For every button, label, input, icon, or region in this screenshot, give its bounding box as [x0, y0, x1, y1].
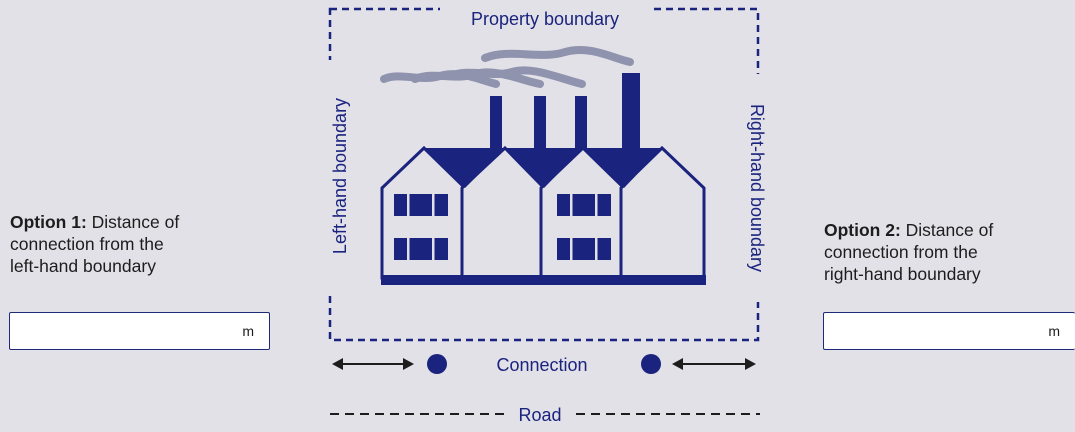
option2-title: Option 2: [824, 220, 901, 240]
left-arrow-icon [332, 358, 414, 370]
road-label: Road [518, 405, 561, 425]
connection-dot-left [427, 354, 447, 374]
option1-title: Option 1: [10, 212, 87, 232]
option1-line1: Distance of [86, 212, 180, 232]
property-boundary-label: Property boundary [471, 9, 619, 29]
right-boundary-label: Right-hand boundary [747, 104, 767, 272]
option1-distance-field[interactable]: m [9, 312, 270, 350]
option1-distance-input[interactable] [18, 319, 222, 345]
option2-distance-input[interactable] [832, 319, 1036, 345]
right-arrow-icon [672, 358, 756, 370]
left-boundary-label: Left-hand boundary [330, 98, 350, 254]
option2-unit-label: m [1048, 323, 1060, 339]
connection-dot-right [641, 354, 661, 374]
option1-line2: connection from the [10, 234, 164, 254]
option1-line3: left-hand boundary [10, 256, 156, 276]
option2-description: Option 2: Distance of connection from th… [824, 219, 1064, 285]
option2-line1: Distance of [900, 220, 994, 240]
option2-distance-field[interactable]: m [823, 312, 1075, 350]
connection-label: Connection [496, 355, 587, 375]
option2-line2: connection from the [824, 242, 978, 262]
smoke-icon [380, 45, 634, 88]
option1-unit-label: m [242, 323, 254, 339]
option2-line3: right-hand boundary [824, 264, 981, 284]
option1-description: Option 1: Distance of connection from th… [10, 211, 250, 277]
factory-icon [380, 45, 706, 285]
